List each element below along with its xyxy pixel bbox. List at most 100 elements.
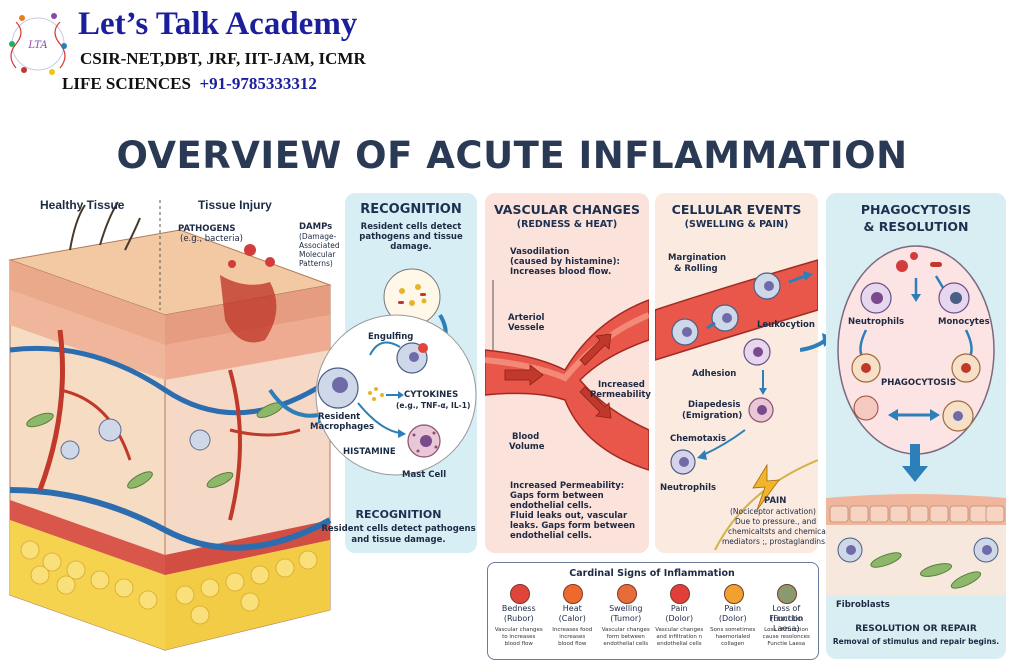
cardinal-sign-icon [723, 584, 744, 604]
cardinal-sign-icon [670, 584, 691, 604]
vascular-title: VASCULAR CHANGES [493, 202, 640, 217]
arteriol-label-2: Vessele [508, 323, 545, 333]
phone-number: +91-9785333312 [199, 74, 317, 93]
cardinal-sign-desc: blood flow [504, 641, 533, 647]
cytokines-label: CYTOKINES [404, 390, 459, 400]
margination-label-1: Margination [668, 253, 727, 263]
recognition-desc-3: damage. [390, 242, 432, 252]
cardinal-sign-icon [777, 584, 798, 604]
cardinal-sign-desc: endothelial cells [603, 641, 649, 647]
subject-text: LIFE SCIENCES [62, 74, 191, 93]
perm-note-1: Increased Permeability: [510, 481, 625, 491]
chemotaxis-label: Chemotaxis [670, 434, 727, 444]
cardinal-sign-desc: form between [606, 634, 645, 640]
cardinal-sign-desc: Vascular changes [655, 627, 704, 633]
pain-desc-3: chemicaltsts and chemical [728, 527, 828, 536]
permeability-label-1: Increased [598, 380, 645, 390]
svg-text:LTA: LTA [27, 40, 47, 51]
cardinal-sign-desc: Sons sometimes [710, 627, 756, 633]
cardinal-sign-desc: Loss of Function [764, 627, 809, 633]
mast-cell-label: Mast Cell [402, 470, 447, 480]
vascular-subtitle: (REDNESS & HEAT) [516, 219, 618, 230]
cardinal-sign-desc: haemorialed [715, 634, 751, 640]
skin-block-diagram [8, 200, 332, 651]
cellular-title: CELLULAR EVENTS [671, 202, 802, 217]
cellular-subtitle: (SWELLING & PAIN) [684, 219, 789, 230]
recognition-desc-1: Resident cells detect [360, 222, 462, 232]
phago-neutrophils-label: Neutrophils [848, 317, 905, 327]
pain-label: PAIN [764, 496, 787, 506]
cardinal-sign-desc: blood flow [558, 641, 587, 647]
cardinal-sign-latin: (Functio Laesa) [770, 614, 803, 633]
leukocytion-label: Leukocytion [757, 320, 815, 330]
cardinal-sign-desc: cause resolonces [762, 634, 810, 640]
perm-note-5: leaks. Gaps form between [510, 521, 636, 531]
subject-phone-line: LIFE SCIENCES +91-9785333312 [62, 74, 317, 94]
damps-sub-4: Patterns) [299, 259, 333, 268]
cardinal-sign-latin: (Rubor) [503, 614, 534, 623]
diapedesis-label-2: (Emigration) [682, 411, 743, 421]
cardinal-sign-name: Pain [670, 604, 688, 613]
vasodilation-3: Increases blood flow. [510, 267, 612, 277]
cardinal-sign-desc: collagen [721, 641, 745, 647]
margination-label-2: & Rolling [674, 264, 718, 274]
pain-desc-4: mediators ;, prostaglandins. [722, 537, 828, 546]
phago-illustration [826, 240, 1006, 650]
cardinal-sign-icon [509, 584, 530, 604]
macrophage-circle-diagram [315, 268, 477, 476]
cardinal-sign-desc: Functie Laesa [767, 641, 806, 647]
phago-title-1: PHAGOCYTOSIS [860, 202, 972, 217]
cellular-illustration [654, 240, 819, 551]
cardinal-sign-desc: Vascular changes [601, 627, 650, 633]
vessel-illustration [484, 220, 651, 480]
perm-note-2: Gaps form between [510, 491, 604, 501]
phago-monocytes-label: Monocytes [938, 317, 990, 327]
pathogens-sub: (e.g., bacteria) [180, 234, 243, 244]
page-title: OVERVIEW OF ACUTE INFLAMMATION [116, 134, 908, 177]
damps-label: DAMPs [299, 222, 333, 232]
academy-logo: LTA [2, 4, 74, 86]
cardinal-sign-desc: Increases food [552, 627, 593, 633]
damps-sub-1: (Damage- [299, 232, 337, 241]
cardinal-sign-desc: to increases [502, 634, 536, 640]
diapedesis-label-1: Diapedesis [688, 400, 741, 410]
vasodilation-1: Vasodilation [510, 247, 570, 257]
perm-note-6: endothelial cells. [510, 531, 592, 541]
damps-sub-3: Molecular [299, 250, 336, 259]
cardinal-sign-icon [563, 584, 584, 604]
phagocytosis-cycle-diagram [826, 245, 1006, 595]
cellular-panel [655, 193, 818, 553]
academy-name: Let’s Talk Academy [78, 6, 358, 42]
arteriol-label-1: Arteriol [508, 313, 545, 323]
leukocyte-migration-diagram [654, 259, 819, 551]
cardinal-sign-name: Loss of Function [769, 604, 804, 623]
cellular-neutrophils-label: Neutrophils [660, 483, 717, 493]
cardinal-signs-box [487, 562, 819, 660]
cardinal-sign-name: Bedness [501, 604, 536, 613]
recognition-title: RECOGNITION [360, 202, 462, 217]
cardinal-sign-desc: Vascular changes [494, 627, 543, 633]
tissue-illustration [0, 190, 340, 665]
permeability-label-2: Permeability [590, 390, 651, 400]
resolution-title: RESOLUTION OR REPAIR [855, 624, 977, 634]
resident-label-2: Macrophages [310, 422, 375, 432]
recognition-bottom-desc-2: and tissue damage. [351, 535, 446, 545]
dna-logo-icon: LTA [9, 13, 67, 75]
recognition-illustration [300, 255, 480, 495]
vasodilation-2: (caused by histamine): [510, 257, 620, 267]
branching-vessel-diagram [484, 220, 651, 472]
cardinal-sign-desc: endothelial cells [656, 641, 702, 647]
cardinal-sign-name: Swelling [609, 604, 643, 613]
adhesion-label: Adhesion [692, 369, 737, 379]
perm-note-4: Fluid leaks out, vascular [510, 511, 628, 521]
perm-note-3: endothelial cells. [510, 501, 592, 511]
pain-desc-1: (Nociceptor activation) [730, 507, 816, 516]
pathogens-label: PATHOGENS [178, 224, 236, 234]
fibroblasts-label: Fibroblasts [836, 600, 890, 610]
cardinal-sign-latin: (Dolor) [665, 614, 694, 623]
pain-desc-2: Due to pressure., and [735, 517, 817, 526]
cardinal-sign-latin: (Dolor) [718, 614, 747, 623]
phago-title-2: & RESOLUTION [863, 219, 969, 234]
resident-label-1: Resident [318, 412, 361, 422]
phago-phagocytosis-label: PHAGOCYTOSIS [881, 378, 956, 388]
